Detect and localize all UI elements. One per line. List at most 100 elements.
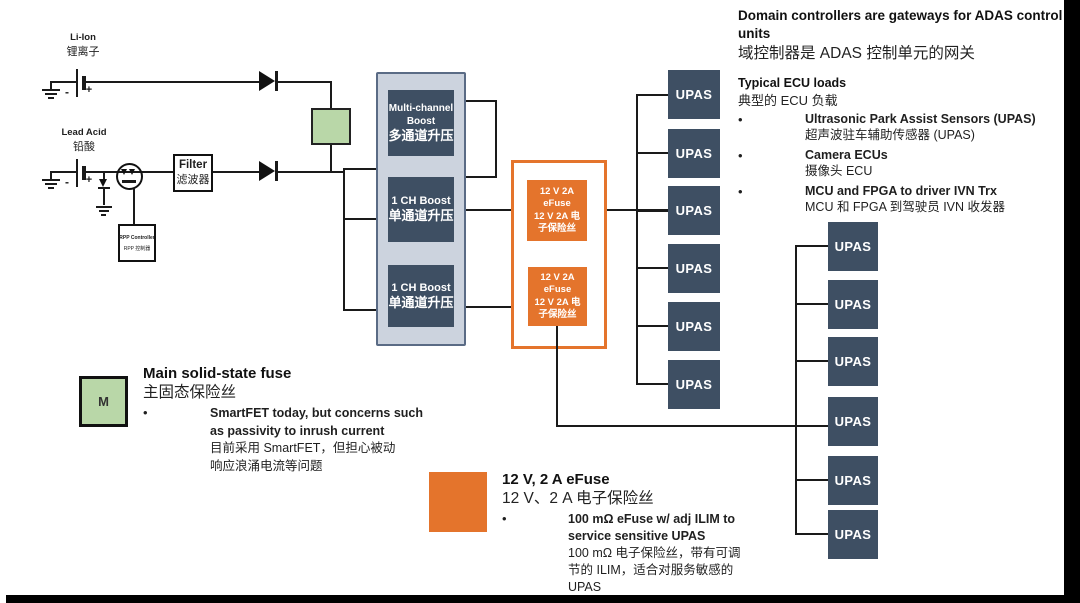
typical-loads-en: Typical ECU loads — [738, 76, 847, 90]
typical-loads: Typical ECU loads 典型的 ECU 负载 — [738, 76, 1068, 109]
upas-block: UPAS — [828, 280, 878, 329]
zener-stub-top — [103, 173, 105, 179]
upas-left-conn-6 — [636, 383, 668, 385]
wire-leadacid-3 — [278, 171, 345, 173]
efuse-block-2: 12 V 2A eFuse 12 V 2A 电 子保险丝 — [528, 267, 587, 326]
ecu-bullet-3-zh: MCU 和 FPGA 到驾驶员 IVN 收发器 — [805, 199, 1006, 214]
boost1-label-en1: Multi-channel — [388, 103, 454, 114]
wire-liion-3 — [278, 81, 332, 83]
bullet-icon: • — [738, 112, 743, 127]
wire-boost3-efuse2 — [466, 306, 528, 308]
main-fuse-bullet-line2: as passivity to inrush current — [210, 423, 385, 438]
main-fuse-bullet-line4: 响应浪涌电流等问题 — [210, 458, 323, 473]
domain-heading-en: Domain controllers are gateways for ADAS… — [738, 8, 1063, 41]
upas-bus-left — [636, 94, 638, 385]
panel-input-rung2 — [343, 218, 377, 220]
main-fuse-title-en: Main solid-state fuse — [143, 365, 292, 382]
upas-block: UPAS — [828, 456, 878, 505]
wire-efuse2-feed — [556, 425, 829, 427]
upas-block: UPAS — [668, 244, 720, 293]
efuse2-line2: eFuse — [543, 284, 572, 295]
ecu-bullet-1-en: Ultrasonic Park Assist Sensors (UPAS) — [805, 112, 1036, 126]
right-black-bar — [1064, 0, 1080, 603]
efuse1-line1: 12 V 2A — [539, 185, 575, 197]
upas-right-conn-5 — [795, 479, 828, 481]
upas-block: UPAS — [668, 70, 720, 119]
ecu-bullet-2-zh: 摄像头 ECU — [805, 163, 873, 178]
ground1-bar2 — [45, 93, 57, 95]
ground1-bar1 — [42, 89, 60, 91]
battery1-plate-long — [76, 69, 78, 97]
efuse2-line4: 子保险丝 — [538, 309, 577, 320]
main-fuse-block — [311, 108, 351, 145]
upas-left-conn-3 — [636, 210, 668, 212]
wire-liion-down — [330, 81, 332, 110]
efuse-bullet-line2: service sensitive UPAS — [568, 529, 706, 543]
upas-block: UPAS — [668, 186, 720, 235]
ecu-bullet-3: • MCU and FPGA to driver IVN Trx MCU 和 F… — [738, 184, 1068, 215]
battery1-plate-short — [82, 76, 86, 90]
boost3-label-zh: 单通道升压 — [388, 294, 454, 310]
wire-liion-2 — [86, 81, 259, 83]
wire-mosfet-rpp — [133, 189, 135, 225]
filter-box: Filter 滤波器 — [173, 154, 213, 192]
ground3-bar1 — [96, 206, 112, 208]
boost-block-multichannel: Multi-channel Boost 多通道升压 — [388, 90, 454, 156]
mosfet-icon — [116, 163, 143, 190]
upas-left-conn-5 — [636, 325, 668, 327]
main-fuse-legend-box: M — [79, 376, 128, 427]
rpp-controller-box: RPP Controller RPP 控制器 — [118, 224, 156, 262]
ecu-bullet-3-en: MCU and FPGA to driver IVN Trx — [805, 184, 997, 198]
wire-fuse-down — [330, 145, 332, 173]
bullet-icon: • — [738, 184, 743, 199]
boost2-label-zh: 单通道升压 — [388, 208, 454, 223]
upas-bus-right — [795, 245, 797, 535]
rpp-label-en: RPP Controller — [119, 234, 155, 241]
boost1-label-zh: 多通道升压 — [388, 128, 454, 143]
efuse1-line4: 子保险丝 — [537, 223, 576, 234]
battery2-plate-short — [82, 166, 86, 180]
efuse-bullet-line4: 节的 ILIM，适合对服务敏感的 — [568, 563, 734, 577]
leadacid-label-en: Lead Acid — [61, 127, 107, 138]
liion-label-en: Li-Ion — [70, 32, 96, 43]
boost3-label-en: 1 CH Boost — [391, 281, 451, 294]
ecu-bullet-list: • Ultrasonic Park Assist Sensors (UPAS) … — [738, 112, 1068, 215]
diode2-icon — [259, 161, 275, 181]
mosfet-arrow2 — [129, 169, 135, 175]
diode1-icon — [259, 71, 275, 91]
upas-right-conn-2 — [795, 303, 828, 305]
wire-efuse2-drop — [556, 326, 558, 427]
upas-block: UPAS — [828, 337, 878, 386]
diode2-bar — [275, 161, 278, 181]
battery2-minus: - — [65, 175, 69, 189]
ground2-bar1 — [42, 179, 60, 181]
main-fuse-bullet-line1: SmartFET today, but concerns such — [210, 406, 424, 420]
battery1-plus: + — [85, 84, 93, 96]
leadacid-label-zh: 铅酸 — [73, 141, 95, 153]
upas-right-conn-1 — [795, 245, 828, 247]
bullet-icon: • — [143, 405, 148, 420]
efuse-title-en: 12 V, 2 A eFuse — [502, 471, 610, 488]
zener-diode-icon — [99, 179, 107, 187]
main-fuse-title-zh: 主固态保险丝 — [143, 384, 237, 401]
ecu-bullet-1: • Ultrasonic Park Assist Sensors (UPAS) … — [738, 112, 1068, 143]
bullet-icon: • — [502, 511, 507, 526]
loop-top — [466, 100, 497, 102]
bullet-icon: • — [738, 148, 743, 163]
loop-right — [495, 100, 497, 178]
efuse-note: 12 V, 2 A eFuse 12 V、2 A 电子保险丝 • 100 mΩ … — [502, 470, 792, 596]
battery1-minus: - — [65, 85, 69, 99]
panel-input-rung1 — [343, 168, 377, 170]
bottom-black-bar — [6, 595, 1080, 603]
ecu-bullet-2: • Camera ECUs 摄像头 ECU — [738, 148, 1068, 179]
battery2-plus: + — [85, 174, 93, 186]
efuse1-line2: eFuse — [543, 198, 571, 209]
mosfet-bar — [122, 180, 136, 183]
domain-heading-zh: 域控制器是 ADAS 控制单元的网关 — [738, 45, 975, 62]
upas-right-conn-6 — [795, 533, 828, 535]
efuse2-line1: 12 V 2A — [540, 271, 575, 283]
wire-liion-1 — [51, 81, 77, 83]
ecu-bullet-1-zh: 超声波驻车辅助传感器 (UPAS) — [805, 127, 975, 142]
upas-block: UPAS — [828, 222, 878, 271]
